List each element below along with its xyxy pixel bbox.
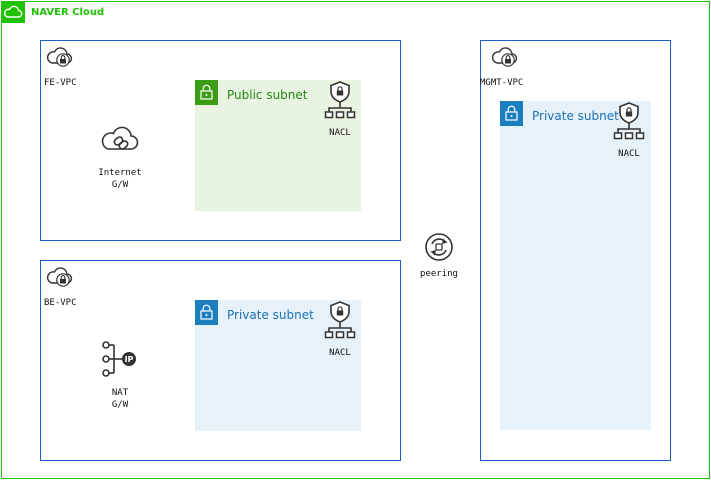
naver-cloud-title: NAVER Cloud bbox=[31, 7, 105, 18]
nat-gateway-icon: IP bbox=[100, 340, 140, 378]
vpc-cloud-lock-icon bbox=[489, 42, 519, 68]
mgmt-nacl-label: NACL bbox=[618, 149, 640, 159]
lock-icon bbox=[200, 304, 213, 320]
internet-gateway-label-line2: G/W bbox=[111, 180, 129, 190]
naver-cloud-badge bbox=[1, 1, 25, 23]
mgmt-private-subnet bbox=[500, 101, 651, 430]
lock-icon bbox=[200, 84, 213, 100]
nacl-shield-icon bbox=[323, 300, 357, 340]
lock-icon bbox=[505, 105, 518, 121]
be-nacl-label: NACL bbox=[329, 348, 351, 358]
private-subnet-badge bbox=[500, 101, 523, 126]
nat-gateway-label-line2: G/W bbox=[111, 400, 129, 410]
nat-gateway-label-line1: NAT bbox=[111, 388, 129, 398]
mgmt-subnet-title: Private subnet bbox=[532, 109, 619, 123]
nacl-shield-icon bbox=[323, 80, 357, 120]
public-subnet-badge bbox=[195, 80, 218, 105]
cloud-icon bbox=[3, 5, 23, 18]
be-vpc-label: BE-VPC bbox=[44, 298, 77, 308]
internet-gateway-label-line1: Internet bbox=[98, 168, 142, 178]
peering-icon bbox=[424, 232, 454, 262]
fe-subnet-title: Public subnet bbox=[227, 88, 308, 102]
mgmt-vpc-label: MGMT-VPC bbox=[480, 78, 524, 88]
internet-gateway-icon bbox=[100, 122, 140, 156]
peering-label: peering bbox=[420, 269, 458, 279]
fe-public-subnet bbox=[195, 80, 361, 211]
vpc-cloud-lock-icon bbox=[44, 42, 74, 68]
be-private-subnet bbox=[195, 300, 361, 431]
internet-gateway-label: Internet G/W bbox=[95, 167, 145, 191]
vpc-cloud-lock-icon bbox=[44, 262, 74, 288]
be-subnet-title: Private subnet bbox=[227, 308, 314, 322]
fe-nacl-label: NACL bbox=[329, 128, 351, 138]
nat-gateway-label: NAT G/W bbox=[95, 387, 145, 411]
fe-vpc-label: FE-VPC bbox=[44, 78, 77, 88]
private-subnet-badge bbox=[195, 300, 218, 325]
nacl-shield-icon bbox=[612, 101, 646, 141]
svg-text:IP: IP bbox=[125, 355, 134, 364]
